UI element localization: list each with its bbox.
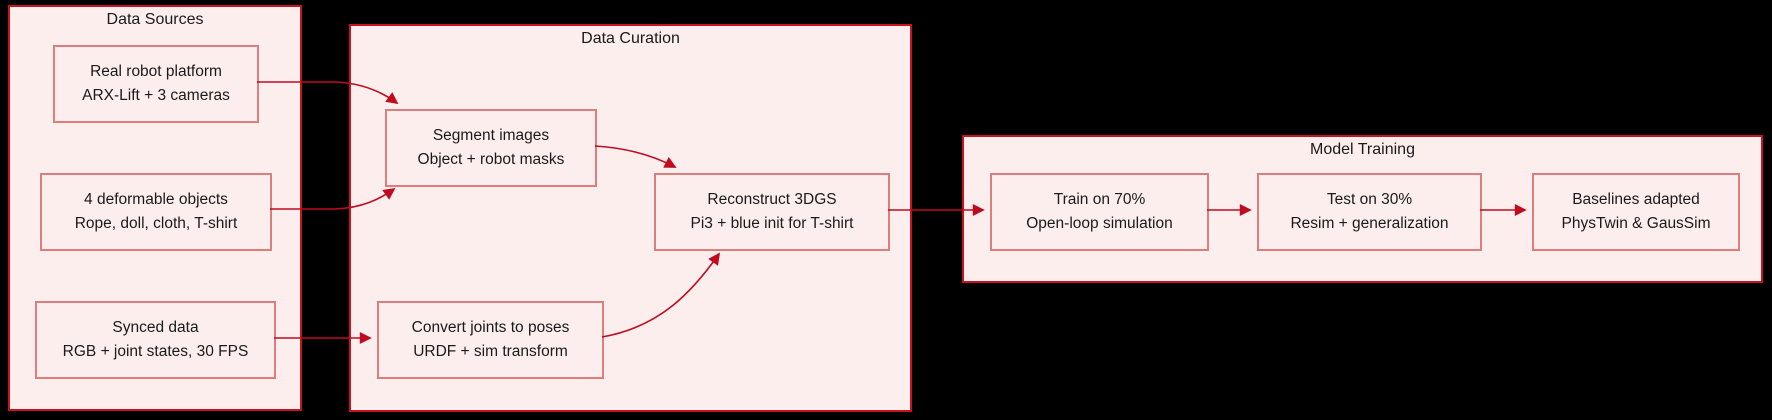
node-sublabel: URDF + sim transform: [413, 343, 568, 360]
node-label: Convert joints to poses: [411, 319, 570, 336]
node-train-on-70: Train on 70% Open-loop simulation: [990, 173, 1209, 251]
node-real-robot-platform: Real robot platform ARX-Lift + 3 cameras: [53, 45, 259, 123]
group-title-model-training: Model Training: [1310, 141, 1415, 158]
node-sublabel: Pi3 + blue init for T-shirt: [690, 215, 854, 232]
node-label: Synced data: [112, 319, 199, 336]
node-sublabel: RGB + joint states, 30 FPS: [62, 343, 249, 360]
node-label: Baselines adapted: [1572, 191, 1700, 208]
node-label: Test on 30%: [1326, 191, 1413, 208]
node-label: Segment images: [432, 127, 550, 144]
node-reconstruct-3dgs: Reconstruct 3DGS Pi3 + blue init for T-s…: [654, 173, 890, 251]
node-segment-images: Segment images Object + robot masks: [385, 109, 597, 187]
node-sublabel: Resim + generalization: [1290, 215, 1449, 232]
group-data-curation: Data Curation Segment images Object + ro…: [349, 24, 912, 412]
node-sublabel: Rope, doll, cloth, T-shirt: [74, 215, 238, 232]
node-sublabel: Open-loop simulation: [1026, 215, 1173, 232]
node-label: Train on 70%: [1053, 191, 1146, 208]
node-baselines-adapted: Baselines adapted PhysTwin & GausSim: [1532, 173, 1740, 251]
node-sublabel: PhysTwin & GausSim: [1561, 215, 1711, 232]
node-synced-data: Synced data RGB + joint states, 30 FPS: [35, 301, 276, 379]
node-deformable-objects: 4 deformable objects Rope, doll, cloth, …: [40, 173, 272, 251]
group-data-sources: Data Sources Real robot platform ARX-Lif…: [8, 5, 302, 411]
node-sublabel: ARX-Lift + 3 cameras: [82, 87, 230, 104]
node-convert-joints-to-poses: Convert joints to poses URDF + sim trans…: [377, 301, 604, 379]
node-label: Real robot platform: [90, 63, 222, 80]
node-test-on-30: Test on 30% Resim + generalization: [1257, 173, 1482, 251]
node-label: 4 deformable objects: [84, 191, 228, 208]
node-label: Reconstruct 3DGS: [707, 191, 837, 208]
group-model-training: Model Training Train on 70% Open-loop si…: [962, 135, 1763, 283]
group-title-data-sources: Data Sources: [106, 11, 204, 28]
group-title-data-curation: Data Curation: [581, 30, 680, 47]
node-sublabel: Object + robot masks: [417, 151, 565, 168]
